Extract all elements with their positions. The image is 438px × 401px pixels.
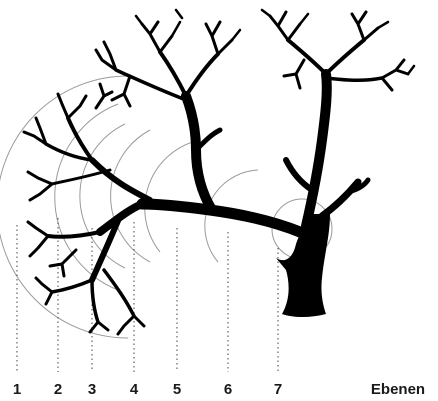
level-label-2: 2 (54, 381, 62, 398)
right-stub-1 (286, 160, 312, 190)
arc-outer-left (0, 76, 128, 338)
arc-level-3 (80, 124, 125, 268)
main-limb (142, 204, 300, 232)
tree-silhouette (92, 74, 368, 317)
right-stub-2 (322, 182, 358, 216)
level-label-6: 6 (224, 381, 232, 398)
level-label-5: 5 (173, 381, 181, 398)
levels-caption: Ebenen (371, 381, 425, 398)
level-label-3: 3 (88, 381, 96, 398)
central-stub (198, 130, 220, 148)
limb-left-upper (92, 160, 150, 200)
level-guides (17, 218, 278, 372)
level-label-4: 4 (130, 381, 139, 398)
level-label-7: 7 (274, 381, 282, 398)
central-branch (186, 96, 212, 210)
tree-crown-twigs (24, 10, 414, 334)
level-labels: 1 2 3 4 5 6 7 Ebenen (13, 381, 425, 398)
level-label-1: 1 (13, 381, 21, 398)
